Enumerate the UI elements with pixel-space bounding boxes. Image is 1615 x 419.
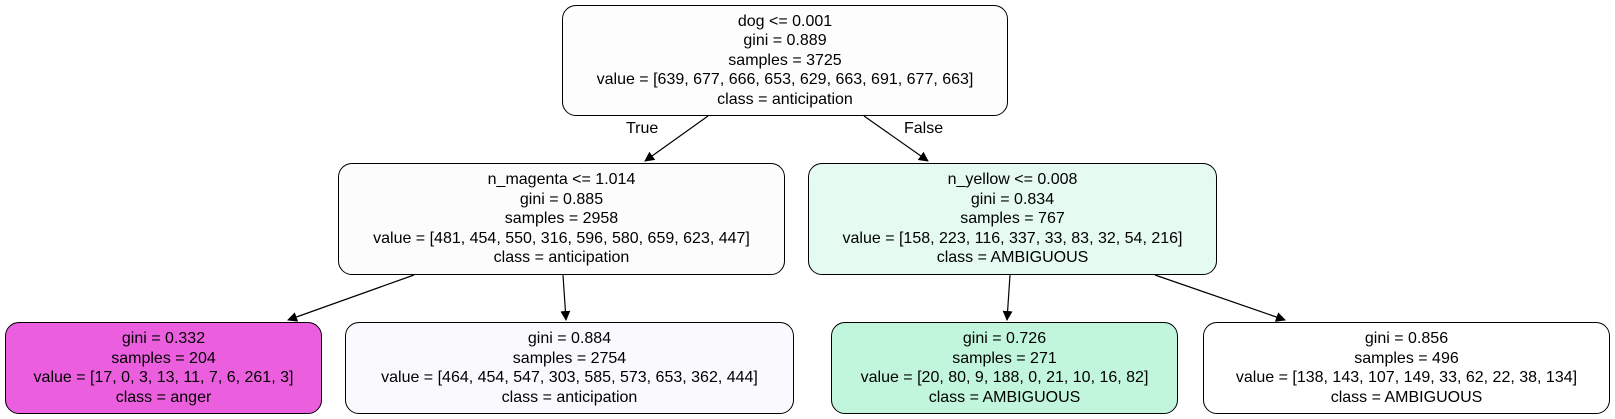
- node-line: dog <= 0.001: [737, 12, 833, 30]
- node-line: value = [464, 454, 547, 303, 585, 573, 6…: [381, 369, 758, 386]
- node-line: class = anger: [115, 388, 212, 406]
- edge-root-to-left: [644, 115, 709, 162]
- tree-node-right: n_yellow <= 0.008 gini = 0.834 samples =…: [808, 163, 1217, 275]
- node-line: n_yellow <= 0.008: [947, 171, 1078, 189]
- node-line: value = [639, 677, 666, 653, 629, 663, 6…: [596, 71, 974, 89]
- node-line: samples = 3725: [728, 51, 842, 69]
- tree-leaf-right-right: gini = 0.856 samples = 496 value = [138,…: [1203, 322, 1610, 414]
- node-line: gini = 0.884: [527, 330, 612, 347]
- edge-label-false: False: [904, 120, 944, 137]
- tree-node-root: dog <= 0.001 gini = 0.889 samples = 3725…: [562, 5, 1008, 116]
- edge-root-to-right: [863, 115, 929, 162]
- tree-node-left: n_magenta <= 1.014 gini = 0.885 samples …: [338, 163, 785, 275]
- node-line: gini = 0.889: [743, 32, 827, 50]
- node-line: value = [20, 80, 9, 188, 0, 21, 10, 16, …: [860, 369, 1149, 386]
- node-line: gini = 0.332: [121, 330, 206, 347]
- node-line: samples = 496: [1354, 349, 1459, 367]
- node-line: gini = 0.834: [970, 190, 1055, 208]
- node-line: samples = 271: [952, 349, 1057, 367]
- node-line: gini = 0.885: [519, 190, 604, 208]
- edge-right-to-right-right: [1154, 274, 1286, 322]
- edge-left-to-left-left: [287, 274, 415, 322]
- tree-leaf-left-right: gini = 0.884 samples = 2754 value = [464…: [345, 322, 794, 414]
- node-line: samples = 204: [111, 349, 216, 367]
- edge-label-true: True: [626, 120, 659, 137]
- node-line: class = anticipation: [717, 90, 853, 108]
- node-line: gini = 0.856: [1364, 330, 1449, 347]
- tree-leaf-left-left: gini = 0.332 samples = 204 value = [17, …: [5, 322, 322, 414]
- node-line: class = AMBIGUOUS: [928, 388, 1081, 406]
- node-line: value = [481, 454, 550, 316, 596, 580, 6…: [373, 229, 750, 247]
- node-line: n_magenta <= 1.014: [487, 171, 636, 189]
- node-line: gini = 0.726: [962, 330, 1047, 347]
- node-line: class = anticipation: [493, 249, 630, 267]
- node-line: class = AMBIGUOUS: [1330, 388, 1483, 406]
- node-line: class = AMBIGUOUS: [936, 249, 1089, 267]
- node-line: samples = 2958: [504, 210, 619, 228]
- tree-leaf-right-left: gini = 0.726 samples = 271 value = [20, …: [831, 322, 1178, 414]
- edge-right-to-right-left: [1002, 274, 1013, 321]
- node-line: value = [138, 143, 107, 149, 33, 62, 22,…: [1235, 369, 1578, 386]
- node-line: samples = 2754: [512, 349, 627, 367]
- node-line: value = [17, 0, 3, 13, 11, 7, 6, 261, 3]: [33, 369, 294, 386]
- node-line: class = anticipation: [501, 388, 638, 406]
- edge-left-to-left-right: [560, 274, 571, 321]
- node-line: value = [158, 223, 116, 337, 33, 83, 32,…: [842, 229, 1183, 247]
- node-line: samples = 767: [960, 210, 1065, 228]
